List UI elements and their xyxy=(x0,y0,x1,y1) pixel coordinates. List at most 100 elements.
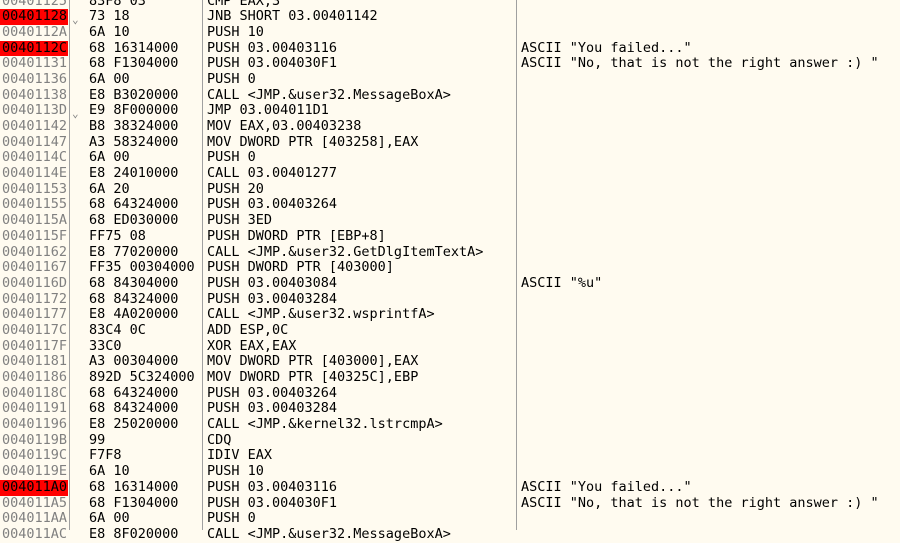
disasm-row[interactable]: 0040114C 6A 00 PUSH 0 xyxy=(0,150,900,166)
hex-bytes: 892D 5C324000 xyxy=(89,369,195,385)
instruction: CALL <JMP.&user32.MessageBoxA> xyxy=(207,525,451,542)
address[interactable]: 0040114E xyxy=(2,165,68,182)
hex-bytes: 6A 00 xyxy=(89,149,130,166)
hex-bytes: E8 8F020000 xyxy=(89,525,179,542)
address[interactable]: 00401155 xyxy=(2,196,68,213)
hex-bytes: 33C0 xyxy=(89,337,122,354)
instruction: IDIV EAX xyxy=(207,447,273,464)
breakpoint-address[interactable]: 0040112C xyxy=(0,39,68,57)
address[interactable]: 0040117F xyxy=(2,337,68,354)
hex-bytes: E8 B3020000 xyxy=(89,86,179,103)
address[interactable]: 00401181 xyxy=(2,353,68,370)
instruction: PUSH 0 xyxy=(207,149,256,166)
instruction: PUSH 03.00403084 xyxy=(207,274,338,291)
address[interactable]: 00401167 xyxy=(2,259,68,276)
address[interactable]: 00401142 xyxy=(2,118,68,134)
address[interactable]: 00401131 xyxy=(2,55,68,72)
address[interactable]: 00401186 xyxy=(2,369,68,385)
address[interactable]: 0040118C xyxy=(2,384,68,401)
address[interactable]: 00401177 xyxy=(2,306,68,323)
hex-bytes: 68 84324000 xyxy=(89,290,179,307)
disasm-row[interactable]: 00401136 6A 00 PUSH 0 xyxy=(0,70,900,88)
address[interactable]: 004011AA xyxy=(2,510,68,527)
hex-bytes: 68 64324000 xyxy=(89,384,179,401)
address[interactable]: 00401196 xyxy=(2,416,68,433)
address[interactable]: 004011A5 xyxy=(2,494,68,511)
address[interactable]: 0040119E xyxy=(2,463,68,480)
address[interactable]: 00401138 xyxy=(2,86,68,103)
disasm-row[interactable]: 00401172 68 84324000 PUSH 03.00403284 xyxy=(0,290,900,308)
disasm-row[interactable]: 0040118C 68 64324000 PUSH 03.00403264 xyxy=(0,384,900,402)
disasm-row[interactable]: 00401186 892D 5C324000 MOV DWORD PTR [4032… xyxy=(0,369,900,386)
disasm-row[interactable]: 004011AC E8 8F020000 CALL <JMP.&user32.Mes… xyxy=(0,525,900,543)
address[interactable]: 0040116D xyxy=(2,274,68,291)
breakpoint-address[interactable]: 004011A0 xyxy=(0,478,68,496)
instruction: ADD ESP,0C xyxy=(207,321,289,338)
address[interactable]: 00401162 xyxy=(2,243,68,260)
instruction: PUSH 10 xyxy=(207,23,264,40)
hex-bytes: FF75 08 xyxy=(89,227,146,244)
address[interactable]: 0040115F xyxy=(2,227,68,244)
instruction: PUSH 03.00403264 xyxy=(207,384,338,401)
address[interactable]: 00401191 xyxy=(2,400,68,417)
instruction: MOV DWORD PTR [40325C],EBP xyxy=(207,369,419,385)
instruction: PUSH 03.00403116 xyxy=(207,478,338,495)
address[interactable]: 0040119B xyxy=(2,431,68,448)
hex-bytes: 68 84304000 xyxy=(89,274,179,291)
address[interactable]: 004011AC xyxy=(2,525,68,542)
address[interactable]: 0040114C xyxy=(2,149,68,166)
disasm-column-separator[interactable] xyxy=(516,0,517,530)
address[interactable]: 0040117C xyxy=(2,321,68,338)
instruction: MOV DWORD PTR [403000],EAX xyxy=(207,353,419,370)
address[interactable]: 00401125 xyxy=(2,0,68,9)
address-column-separator[interactable] xyxy=(69,0,70,530)
address[interactable]: 00401136 xyxy=(2,70,68,87)
address[interactable]: 0040113D xyxy=(2,102,68,119)
address[interactable]: 0040115A xyxy=(2,212,68,229)
breakpoint-address[interactable]: 00401128 xyxy=(0,8,68,25)
address[interactable]: 0040112A xyxy=(2,23,68,40)
instruction: PUSH 03.00403284 xyxy=(207,290,338,307)
hex-bytes: 6A 00 xyxy=(89,70,130,87)
hex-bytes: 83F8 03 xyxy=(89,0,146,9)
address[interactable]: 00401147 xyxy=(2,133,68,150)
address[interactable]: 0040119C xyxy=(2,447,68,464)
instruction: PUSH 0 xyxy=(207,70,256,87)
address[interactable]: 00401153 xyxy=(2,180,68,197)
instruction: PUSH 20 xyxy=(207,180,264,197)
hex-bytes: 68 84324000 xyxy=(89,400,179,417)
hex-bytes: 6A 00 xyxy=(89,510,130,527)
hex-column-separator[interactable] xyxy=(202,0,203,530)
address[interactable]: 00401172 xyxy=(2,290,68,307)
